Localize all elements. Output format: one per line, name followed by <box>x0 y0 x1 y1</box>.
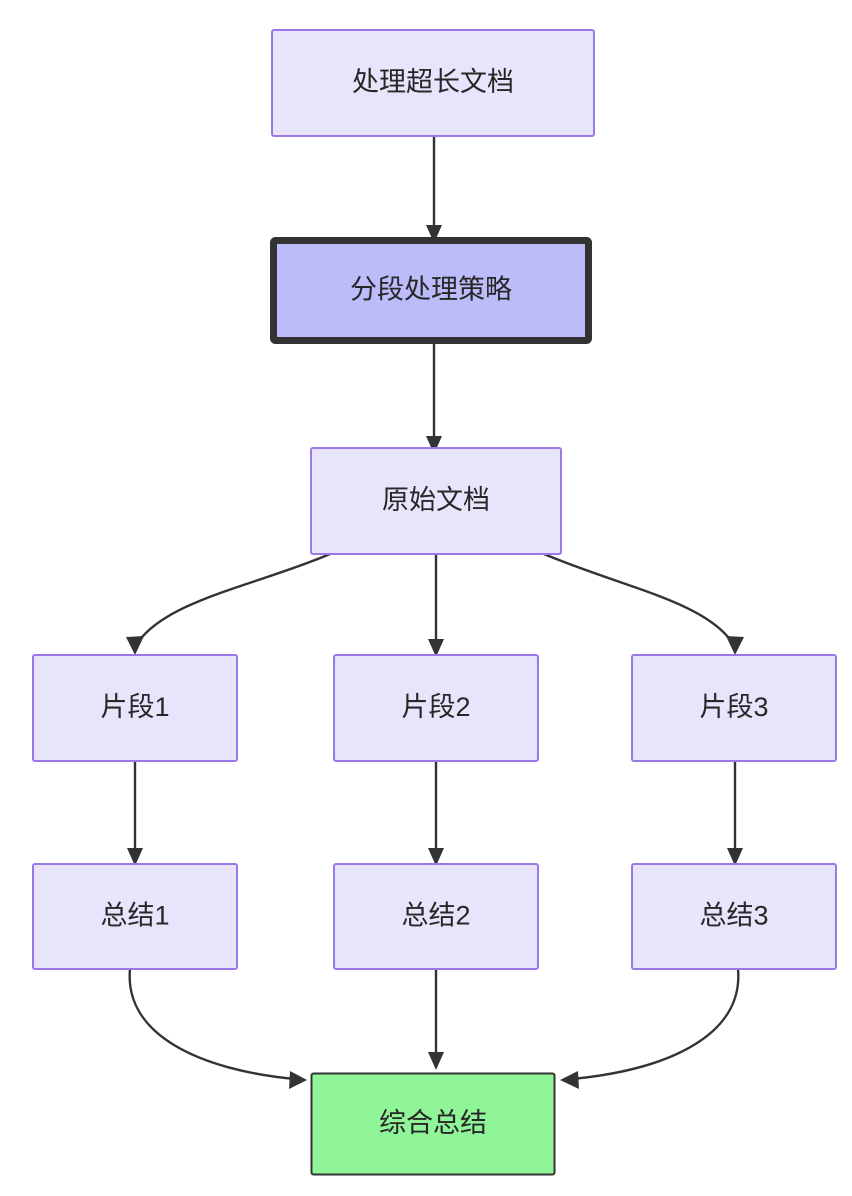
edge-line <box>543 552 736 646</box>
arrowhead-icon <box>428 639 444 657</box>
arrowhead-icon <box>428 1052 444 1070</box>
node-box[interactable] <box>270 237 592 344</box>
arrowhead-icon <box>560 1071 579 1089</box>
flow-node-n4[interactable]: 片段1 <box>32 654 238 762</box>
node-box[interactable] <box>310 447 562 555</box>
edge-n3-to-n4 <box>126 552 331 655</box>
edge-n8-to-n10 <box>428 969 444 1070</box>
edge-n1-to-n2 <box>426 136 442 243</box>
arrowhead-icon <box>126 636 144 655</box>
node-box[interactable] <box>333 654 539 762</box>
arrowhead-icon <box>726 636 744 655</box>
flow-node-n1[interactable]: 处理超长文档 <box>271 29 595 137</box>
arrowhead-icon <box>428 848 444 866</box>
flow-node-n10[interactable]: 综合总结 <box>310 1072 556 1176</box>
edge-n5-to-n8 <box>428 761 444 866</box>
node-box[interactable] <box>631 654 837 762</box>
flow-node-n3[interactable]: 原始文档 <box>310 447 562 555</box>
node-box[interactable] <box>333 863 539 970</box>
node-box[interactable] <box>631 863 837 970</box>
flow-node-n2[interactable]: 分段处理策略 <box>270 237 592 344</box>
arrowhead-icon <box>426 436 442 454</box>
edge-line <box>571 968 740 1081</box>
arrowhead-icon <box>727 848 743 866</box>
edge-line <box>128 968 296 1081</box>
edge-n7-to-n10 <box>128 968 307 1089</box>
arrowhead-icon <box>426 225 442 243</box>
edge-n4-to-n7 <box>127 761 143 866</box>
flow-node-n8[interactable]: 总结2 <box>333 863 539 970</box>
arrowhead-icon <box>127 848 143 866</box>
node-box[interactable] <box>310 1072 556 1176</box>
edges-layer <box>126 136 744 1089</box>
edge-n3-to-n6 <box>543 552 744 655</box>
flow-node-n5[interactable]: 片段2 <box>333 654 539 762</box>
edge-line <box>134 552 331 646</box>
arrowhead-icon <box>289 1071 307 1089</box>
flow-node-n9[interactable]: 总结3 <box>631 863 837 970</box>
edge-n9-to-n10 <box>560 968 740 1089</box>
node-box[interactable] <box>32 863 238 970</box>
node-box[interactable] <box>32 654 238 762</box>
flow-node-n6[interactable]: 片段3 <box>631 654 837 762</box>
node-box[interactable] <box>271 29 595 137</box>
edge-n2-to-n3 <box>426 344 442 454</box>
edge-n6-to-n9 <box>727 761 743 866</box>
edge-n3-to-n5 <box>428 554 444 657</box>
flow-node-n7[interactable]: 总结1 <box>32 863 238 970</box>
